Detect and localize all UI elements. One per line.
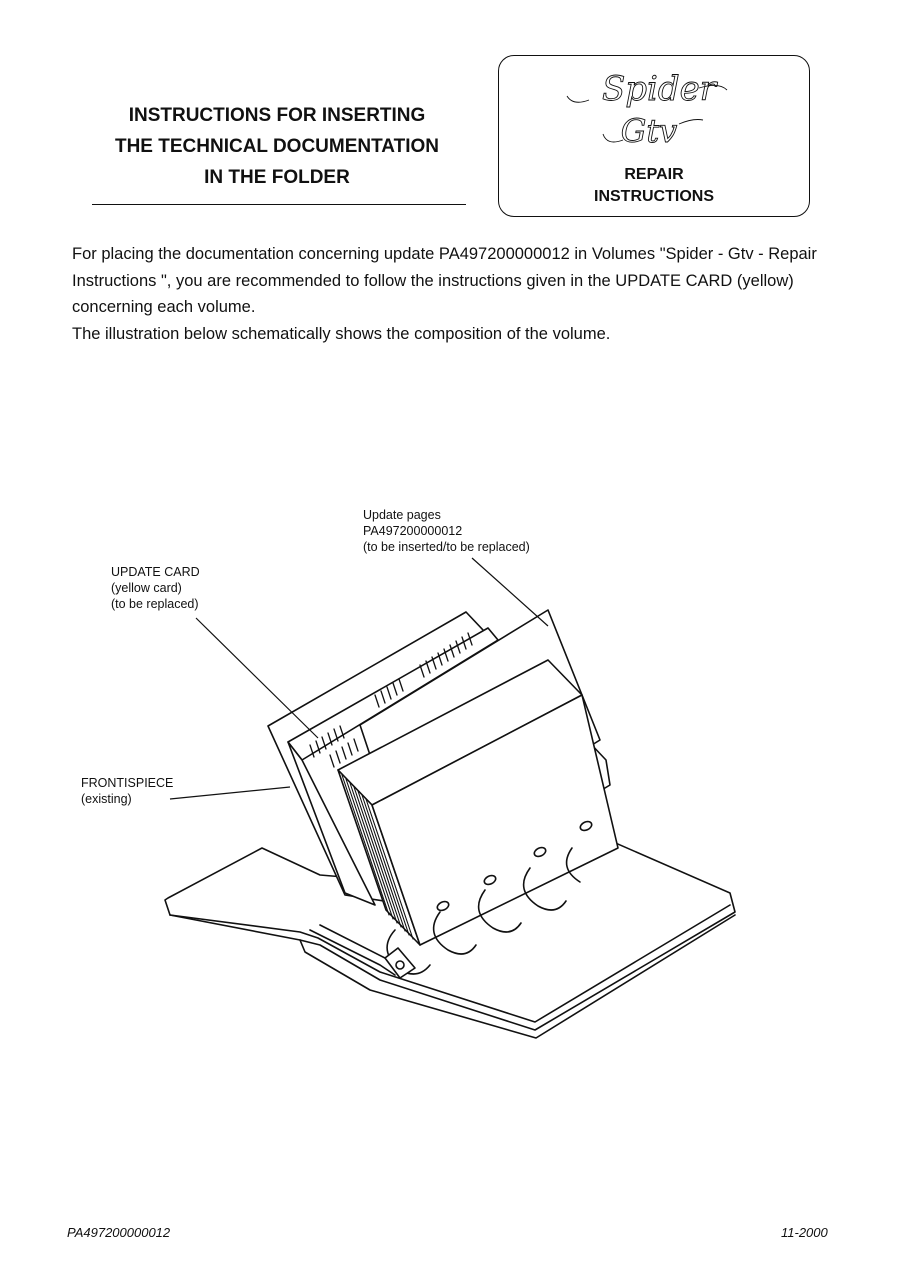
frontispiece-label-line-1: FRONTISPIECE — [81, 776, 174, 790]
intro-paragraph-2: The illustration below schematically sho… — [72, 324, 611, 343]
binder-ring-2 — [432, 911, 477, 955]
logo-caption: REPAIR INSTRUCTIONS — [499, 164, 809, 208]
update-card-label: UPDATE CARD (yellow card) (to be replace… — [111, 564, 200, 612]
update-card-label-line-2: (yellow card) — [111, 581, 182, 595]
frontispiece-label: FRONTISPIECE (existing) — [81, 775, 173, 807]
ring-hole-2 — [483, 874, 497, 886]
binder-ring-3 — [477, 889, 522, 933]
update-pages-leader — [471, 557, 549, 627]
spider-gtv-logo-box: Spider Gtv REPAIR INSTRUCTIONS — [498, 55, 810, 217]
rivet — [395, 960, 405, 970]
title-line-1: INSTRUCTIONS FOR INSERTING — [128, 105, 426, 126]
logo-caption-line-1: REPAIR — [624, 166, 684, 183]
intro-paragraph-1: For placing the documentation concerning… — [72, 245, 817, 316]
footer-date: 11-2000 — [781, 1225, 828, 1240]
document-title: INSTRUCTIONS FOR INSERTING THE TECHNICAL… — [92, 100, 462, 193]
update-pages-label: Update pages PA497200000012 (to be inser… — [363, 507, 530, 555]
update-pages-label-line-1: Update pages — [363, 508, 441, 522]
logo-script-word-1: Spider — [602, 69, 718, 109]
update-pages-front — [371, 694, 619, 946]
title-underline — [92, 204, 466, 205]
update-pages-label-line-3: (to be inserted/to be replaced) — [363, 540, 530, 554]
title-line-3: IN THE FOLDER — [204, 167, 350, 188]
binder-ring-4 — [522, 867, 567, 911]
binder-ring-5 — [565, 847, 581, 883]
frontispiece-leader — [169, 786, 291, 800]
intro-text: For placing the documentation concerning… — [72, 241, 852, 347]
frontispiece-label-line-2: (existing) — [81, 792, 132, 806]
ring-hole-3 — [533, 846, 547, 858]
spider-gtv-script-logo: Spider Gtv — [566, 69, 728, 150]
title-line-2: THE TECHNICAL DOCUMENTATION — [114, 136, 440, 157]
ring-hole-1 — [436, 900, 450, 912]
update-card-side — [287, 741, 376, 906]
update-card-label-line-1: UPDATE CARD — [111, 565, 200, 579]
logo-script-word-2: Gtv — [621, 112, 678, 150]
update-card-leader — [195, 617, 319, 739]
ring-hole-4 — [579, 820, 593, 832]
logo-caption-line-2: INSTRUCTIONS — [594, 188, 714, 205]
update-card-label-line-3: (to be replaced) — [111, 597, 199, 611]
footer-doc-code: PA497200000012 — [67, 1225, 171, 1240]
update-pages-label-line-2: PA497200000012 — [363, 524, 463, 538]
